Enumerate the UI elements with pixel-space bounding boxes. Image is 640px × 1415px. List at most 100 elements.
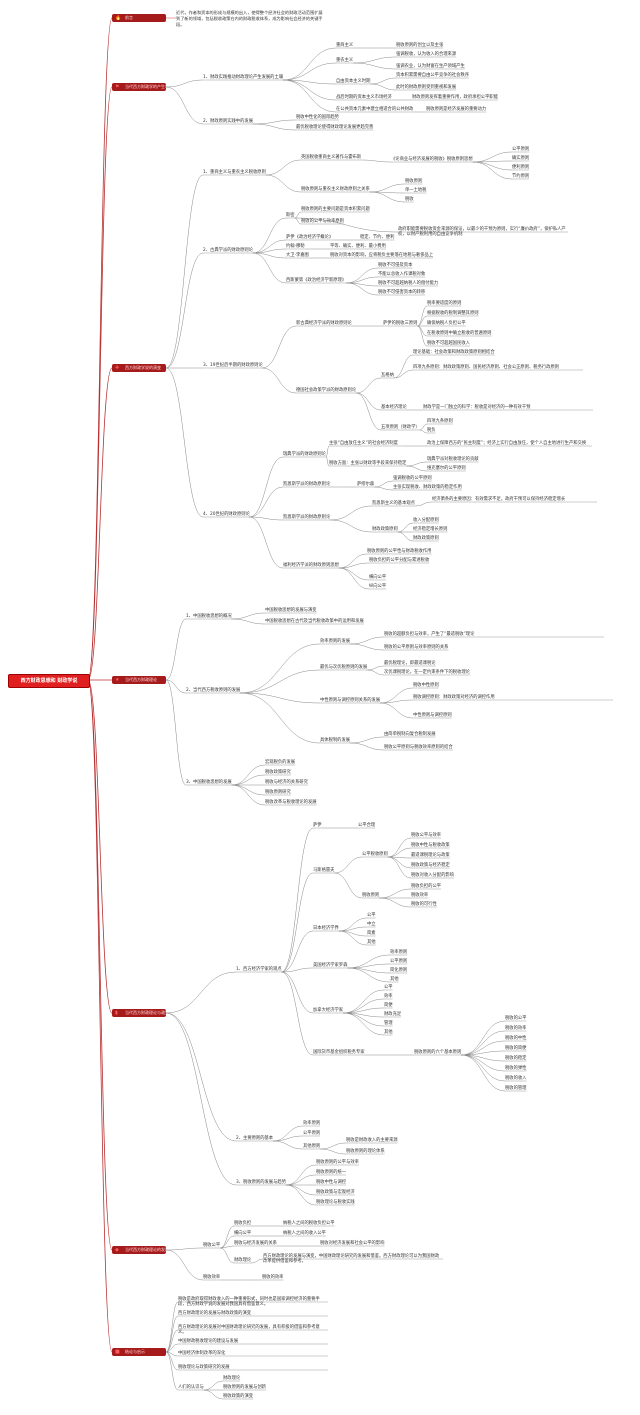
mindmap-node[interactable]: 在税收原则中确立税收的普遍原则 [427, 331, 492, 336]
mindmap-node[interactable]: 最适课税理论与政策 [411, 853, 450, 858]
mindmap-node[interactable]: 主张“自由放任主义”的社会经济制度 [329, 441, 398, 446]
mindmap-node[interactable]: 主张实现税收、财政政策的稳定作用 [393, 485, 462, 490]
mindmap-node[interactable]: 中性原则与调控原则关系的发展 [320, 698, 381, 703]
mindmap-node[interactable]: 四项九条原则 [427, 419, 453, 424]
mindmap-node[interactable]: 新古典经济学派的财政原则论 [296, 321, 352, 326]
section-5[interactable]: ▮当代西方财政理论与政策 [112, 1009, 166, 1017]
mindmap-node[interactable]: 萨伊的税收三原则 [383, 321, 418, 326]
mindmap-node[interactable]: 税负 [427, 428, 436, 433]
mindmap-node[interactable]: 税收中性化的国际趋势 [296, 115, 339, 120]
mindmap-node[interactable]: 不能以总收入作课税对象 [378, 272, 426, 277]
mindmap-node[interactable]: 稳定、节约、便利 [360, 235, 395, 240]
mindmap-node[interactable]: 财政政策原则 [413, 536, 439, 541]
mindmap-node[interactable]: 其他原则 [303, 1144, 321, 1149]
mindmap-node[interactable]: 税收与经济发展的关系 [234, 1241, 277, 1246]
mindmap-node[interactable]: 税收效率 [203, 1275, 221, 1280]
mindmap-node[interactable]: 税收方面：主张以财政等手段来保持稳定 [329, 461, 407, 466]
mindmap-node[interactable]: 财政学是一门独立的科学：税收是对经济的一种有效干预 [423, 405, 531, 410]
section-4[interactable]: ★当代西方财政理论 [112, 676, 166, 684]
mindmap-node[interactable]: 政治上保障西方的“民主制度”；经济上实行自由放任，使个人自主地进行生产和交换 [427, 441, 587, 446]
mindmap-node[interactable]: 效率 [384, 994, 393, 999]
mindmap-node[interactable]: 税收与经济的关系研究 [265, 780, 308, 785]
mindmap-node[interactable]: 税收政策的演变 [223, 1394, 254, 1399]
mindmap-node[interactable]: 便利原则 [512, 165, 530, 170]
mindmap-node[interactable]: 税收的效率 [505, 1026, 527, 1031]
mindmap-node[interactable]: 凯恩斯主义的基本观点 [372, 501, 415, 506]
mindmap-node[interactable]: 重商主义 [336, 43, 354, 48]
mindmap-node[interactable]: 瑞典学派对税收理论的贡献 [427, 457, 479, 462]
mindmap-node[interactable]: 西方财政理论的发展与演变，中国财政理论研究的发展和借鉴。西方财政理论可以为我国财… [263, 1254, 440, 1264]
mindmap-node[interactable]: 公平税收原则 [362, 852, 388, 857]
mindmap-node[interactable]: 美国经济学家罗森 [313, 963, 348, 968]
mindmap-node[interactable]: 税收的公平 [505, 1016, 527, 1021]
mindmap-node[interactable]: 2、主要原则的基本 [236, 1136, 274, 1141]
mindmap-node[interactable]: 财政理论 [223, 1376, 241, 1381]
mindmap-node[interactable]: 中国财政税收理论的建设与发展 [178, 1339, 239, 1344]
mindmap-node[interactable]: 2、古典学派的财政原则论 [203, 248, 253, 253]
mindmap-node[interactable]: 税收原则的理论体系 [346, 1149, 385, 1154]
mindmap-node[interactable]: 效率原则 [303, 1121, 321, 1126]
mindmap-node[interactable]: 效率原则 [390, 950, 408, 955]
mindmap-node[interactable]: 收入分配原则 [413, 518, 439, 523]
section-6[interactable]: ◆当代西方财政理论的发展 [112, 1246, 166, 1254]
mindmap-node[interactable]: 3、税收原则的发展与趋势 [236, 1180, 286, 1185]
mindmap-node[interactable]: 3、中国税收思想的发展 [186, 780, 232, 785]
section-2[interactable]: ⚑当代西方财政学的产生和背景分析与 [112, 83, 166, 91]
mindmap-node[interactable]: 税收原则 [362, 893, 380, 898]
mindmap-node[interactable]: 税收效率 [411, 893, 429, 898]
mindmap-node[interactable]: 强调税收，认为收入的合理来源 [396, 52, 457, 57]
mindmap-node[interactable]: 1、财政实践推动财政理论产生发展的土壤 [203, 75, 284, 80]
mindmap-node[interactable]: 简素 [367, 931, 376, 936]
mindmap-node[interactable]: 五项原则（财政学） [381, 425, 420, 430]
mindmap-node[interactable]: 节约原则 [512, 174, 530, 179]
mindmap-node[interactable]: 经济萧条的主要原因：有效需求不足，政府干预可以保持经济稳定增长 [432, 497, 566, 502]
mindmap-node[interactable]: 最优税理论，即最适课税论 [384, 661, 436, 666]
mindmap-node[interactable]: 日本经济学界 [313, 926, 339, 931]
mindmap-node[interactable]: 管理 [384, 1021, 393, 1026]
mindmap-node[interactable]: 税收公平与效率 [411, 833, 442, 838]
mindmap-node[interactable]: 基本经济理论 [381, 405, 407, 410]
mindmap-node[interactable]: 确保纳税人负担公平 [427, 321, 466, 326]
mindmap-node[interactable]: 税收原则的六个基本原则 [414, 1050, 462, 1055]
mindmap-node[interactable]: 财政理论 [234, 1258, 252, 1263]
mindmap-node[interactable]: 简便 [384, 1003, 393, 1008]
mindmap-node[interactable]: 税收的弹性 [505, 1066, 527, 1071]
mindmap-node[interactable]: 税收原则与重农主义财政原则之关系 [301, 187, 370, 192]
mindmap-node[interactable]: 纳税人之间的税收负担公平 [283, 1221, 335, 1226]
mindmap-node[interactable]: 强调农业，认为财富在生产领域产生 [396, 64, 465, 69]
mindmap-node[interactable]: 税收不可超越国民收入 [427, 341, 470, 346]
mindmap-node[interactable]: 税收是财政收入的主要来源 [346, 1138, 398, 1143]
mindmap-node[interactable]: 税收不可侵害资本的转移 [378, 290, 426, 295]
mindmap-node[interactable]: 由简单税制向复合税制发展 [384, 732, 436, 737]
mindmap-node[interactable]: 税收的管理 [505, 1086, 527, 1091]
mindmap-node[interactable]: 确实原则 [512, 156, 530, 161]
mindmap-node[interactable]: 在公共资本元素中建立相适合的公共财政 [336, 107, 414, 112]
section-3[interactable]: ✚西方财政学说的演变 [112, 364, 166, 372]
mindmap-node[interactable]: 税收的效率 [262, 1275, 284, 1280]
mindmap-node[interactable]: 公平原则 [390, 959, 408, 964]
mindmap-node[interactable]: 2、财政原则实践中的发展 [203, 119, 253, 124]
mindmap-node[interactable]: 战后时期的资本主义市场经济 [336, 95, 392, 100]
mindmap-node[interactable]: 纳税人之间的收入公平 [283, 1231, 326, 1236]
mindmap-node[interactable]: 次优课税理论，在一定约束条件下的税收理论 [384, 670, 470, 675]
mindmap-node[interactable]: 西斯蒙第《政治经济学新原理》 [286, 278, 347, 283]
mindmap-node[interactable]: 税收的公平原则与效率原则的关系 [384, 645, 449, 650]
mindmap-node[interactable]: 税收中性原则 [413, 683, 439, 688]
mindmap-node[interactable]: 人们的认识与 [178, 1385, 204, 1390]
section-7[interactable]: ■结论与启示 [112, 1348, 166, 1356]
mindmap-node[interactable]: 税收公平原则与税收效率原则的结合 [384, 745, 453, 750]
mindmap-node[interactable]: 税收理论与政策研究的发展 [178, 1365, 230, 1370]
mindmap-node[interactable]: 税收政策研究 [265, 770, 291, 775]
mindmap-node[interactable]: 简化原则 [390, 968, 408, 973]
mindmap-node[interactable]: 税收的稳定 [505, 1056, 527, 1061]
mindmap-node[interactable]: 税收中性与税收政策 [411, 843, 450, 848]
mindmap-node[interactable]: 3、19世纪后半期的财政原则论 [203, 363, 263, 368]
mindmap-node[interactable]: 税收理论与税收实践 [316, 1200, 355, 1205]
mindmap-node[interactable]: 税收 [405, 197, 414, 202]
mindmap-node[interactable]: 财政政策原则 [372, 527, 398, 532]
mindmap-node[interactable]: 横向公平 [369, 575, 387, 580]
mindmap-node[interactable]: 税收的收入 [505, 1076, 527, 1081]
mindmap-node[interactable]: 萨伊 [313, 823, 322, 828]
mindmap-node[interactable]: 最优与次优税原则的发展 [320, 665, 368, 670]
mindmap-node[interactable]: 税收是政府取得财政收入的一种重要形式，同时也是国家调控经济的重要手段，西方财政学… [178, 1297, 320, 1307]
